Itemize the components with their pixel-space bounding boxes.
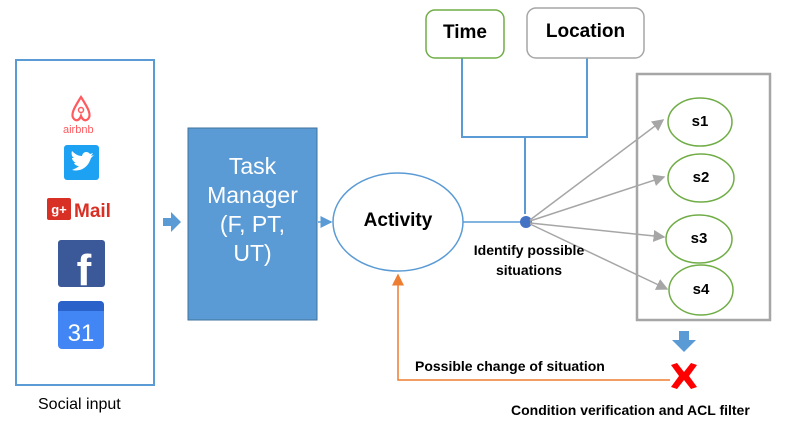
line-location-to-junction (525, 58, 588, 138)
time-label: Time (442, 22, 487, 43)
arrow-to-s3 (529, 222, 666, 242)
location-label: Location (545, 21, 626, 42)
line-time-to-junction (461, 58, 526, 214)
time-box (425, 9, 505, 59)
svg-text:g+: g+ (51, 202, 67, 217)
situation-s1-label: s1 (691, 113, 709, 130)
identify-line1: Identify possible (473, 242, 585, 258)
situation-s3 (665, 214, 733, 264)
task-manager-line4: UT) (233, 240, 272, 266)
svg-text:Mail: Mail (74, 201, 111, 222)
condition-filter-label: Condition verification and ACL filter (511, 402, 750, 418)
situation-s1 (667, 97, 733, 147)
task-manager-label: Task Manager (F, PT, UT) (188, 152, 317, 268)
task-manager-line2: Manager (207, 182, 298, 208)
block-arrow-down (672, 331, 696, 352)
social-input-box (15, 59, 155, 386)
arrow-to-s2 (529, 174, 666, 222)
arrow-to-s4 (529, 223, 669, 290)
arrow-change-to-activity (392, 273, 670, 381)
activity-label: Activity (363, 210, 433, 231)
facebook-icon: f (58, 240, 105, 295)
task-manager-line1: Task (228, 153, 277, 179)
social-input-label: Social input (38, 396, 121, 413)
svg-text:f: f (77, 246, 92, 295)
identify-line2: situations (495, 262, 563, 278)
situation-s3-label: s3 (690, 230, 708, 247)
arrow-to-s1 (529, 119, 665, 221)
reject-x-icon (671, 363, 697, 389)
calendar-icon: 31 (58, 301, 104, 349)
task-manager-line3: (F, PT, (219, 211, 286, 237)
svg-text:31: 31 (68, 320, 95, 347)
situation-s2 (667, 153, 735, 203)
block-arrow-social-to-task (163, 212, 181, 232)
task-manager-box (187, 127, 318, 321)
possible-change-label: Possible change of situation (415, 358, 605, 374)
situations-box (635, 72, 772, 322)
identify-situations-label: Identify possible situations (456, 240, 602, 280)
location-box (526, 7, 645, 59)
gmail-icon: g+ Mail (47, 198, 111, 222)
situation-s2-label: s2 (692, 169, 710, 186)
situation-s4-label: s4 (692, 281, 710, 298)
airbnb-label: airbnb (63, 124, 94, 136)
airbnb-icon (71, 94, 91, 122)
junction-dot (520, 216, 532, 228)
situation-s4 (668, 264, 734, 316)
twitter-icon (64, 145, 99, 180)
